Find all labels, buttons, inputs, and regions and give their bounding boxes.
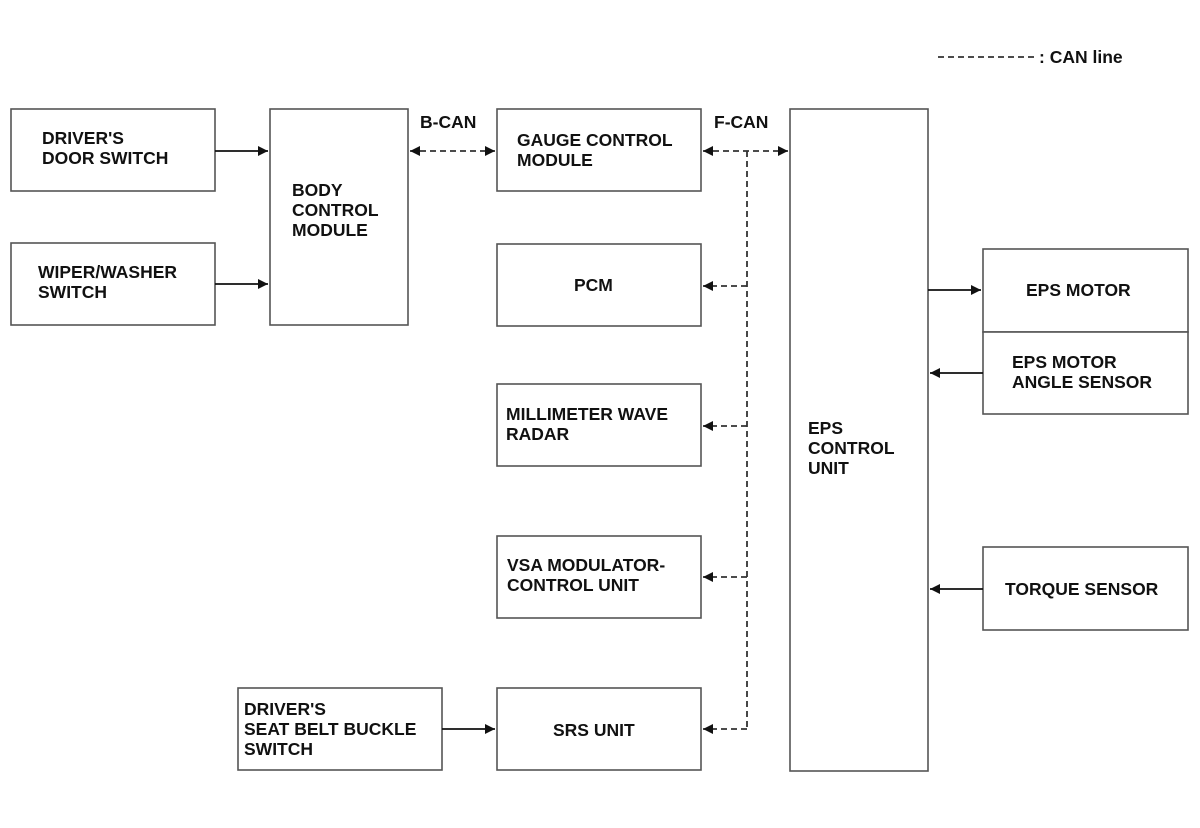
eps-motor-label: EPS MOTOR	[1026, 280, 1131, 300]
block-wiper-washer-switch: WIPER/WASHER SWITCH	[10, 242, 216, 326]
eps-motor-angle-sensor-label: EPS MOTOR ANGLE SENSOR	[1012, 352, 1152, 392]
wiper-washer-switch-label: WIPER/WASHER SWITCH	[38, 262, 182, 302]
block-gauge-control-module: GAUGE CONTROL MODULE	[496, 108, 702, 192]
legend: : CAN line	[938, 47, 1123, 67]
srs-unit-label: SRS UNIT	[553, 720, 635, 740]
block-eps-motor: EPS MOTOR	[982, 248, 1189, 333]
block-millimeter-wave-radar: MILLIMETER WAVE RADAR	[496, 383, 702, 467]
f-can-label: F-CAN	[714, 112, 768, 132]
block-drivers-seat-belt-buckle-switch: DRIVER'S SEAT BELT BUCKLE SWITCH	[237, 687, 443, 771]
drivers-seat-belt-buckle-switch-label: DRIVER'S SEAT BELT BUCKLE SWITCH	[244, 699, 421, 759]
eps-control-unit-label: EPS CONTROL UNIT	[808, 418, 899, 478]
block-eps-control-unit: EPS CONTROL UNIT	[789, 108, 929, 772]
block-eps-motor-angle-sensor: EPS MOTOR ANGLE SENSOR	[982, 331, 1189, 415]
pcm-label: PCM	[574, 275, 613, 295]
block-drivers-door-switch: DRIVER'S DOOR SWITCH	[10, 108, 216, 192]
gauge-control-module-label: GAUGE CONTROL MODULE	[517, 130, 677, 170]
block-torque-sensor: TORQUE SENSOR	[982, 546, 1189, 631]
legend-can-line-label: : CAN line	[1039, 47, 1123, 67]
torque-sensor-label: TORQUE SENSOR	[1005, 579, 1159, 599]
block-body-control-module: BODY CONTROL MODULE	[269, 108, 409, 326]
block-pcm: PCM	[496, 243, 702, 327]
vsa-modulator-control-unit-label: VSA MODULATOR- CONTROL UNIT	[507, 555, 670, 595]
b-can-label: B-CAN	[420, 112, 476, 132]
drivers-door-switch-label: DRIVER'S DOOR SWITCH	[42, 128, 168, 168]
block-vsa-modulator-control-unit: VSA MODULATOR- CONTROL UNIT	[496, 535, 702, 619]
body-control-module-label: BODY CONTROL MODULE	[292, 180, 383, 240]
block-srs-unit: SRS UNIT	[496, 687, 702, 771]
millimeter-wave-radar-label: MILLIMETER WAVE RADAR	[506, 404, 673, 444]
